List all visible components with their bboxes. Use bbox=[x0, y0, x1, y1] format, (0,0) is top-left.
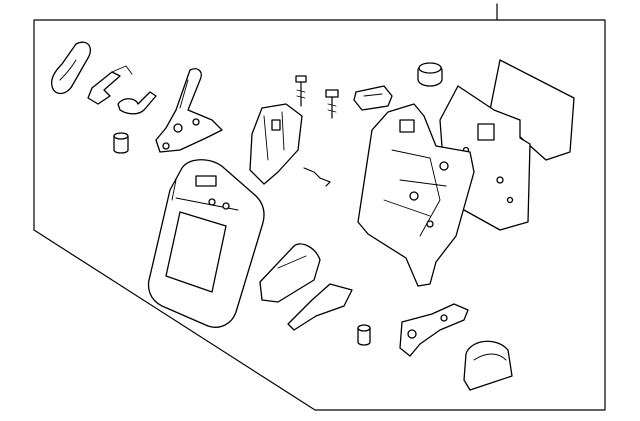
seat-back-frame-part bbox=[357, 103, 475, 287]
spring-clip-part bbox=[117, 91, 157, 115]
latch-assembly-part bbox=[399, 303, 469, 357]
cap-part-left bbox=[113, 132, 129, 154]
bolt-part-1 bbox=[295, 75, 307, 107]
latch-cover-part bbox=[353, 85, 393, 111]
wire-clip-part bbox=[87, 65, 133, 105]
bolt-part-2 bbox=[325, 89, 339, 119]
hinge-bracket-part bbox=[155, 68, 223, 153]
knob-part bbox=[417, 62, 443, 87]
seat-cushion-part bbox=[147, 159, 265, 328]
back-panel-part bbox=[489, 59, 575, 161]
lower-bracket-part bbox=[287, 283, 353, 331]
cap-part-center bbox=[357, 324, 371, 346]
wire-spring-part bbox=[303, 167, 331, 187]
trim-cover-part bbox=[259, 243, 321, 303]
end-cap-part bbox=[463, 340, 513, 391]
diagram-boundary-frame bbox=[33, 19, 606, 411]
strap-clip-part bbox=[50, 41, 91, 95]
lock-housing-part bbox=[249, 103, 303, 185]
